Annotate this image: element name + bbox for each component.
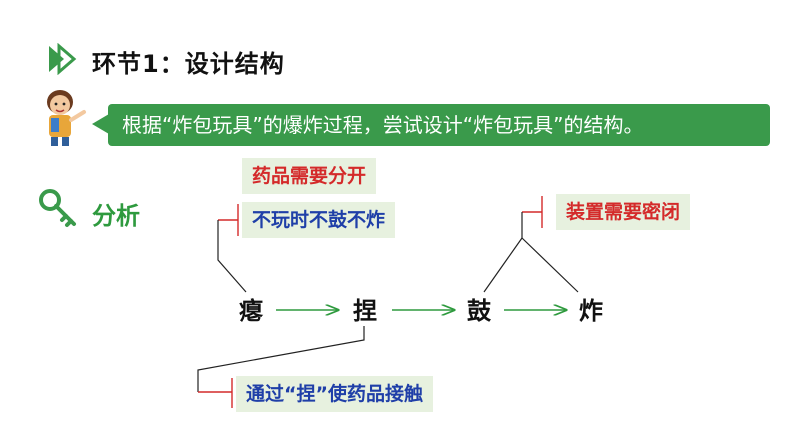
step-burst: 炸 bbox=[579, 297, 603, 325]
connector-top-left bbox=[217, 220, 247, 293]
connector-to-zha bbox=[521, 237, 579, 293]
section-title: 环节1：设计结构 bbox=[92, 50, 285, 78]
bracket-top-left bbox=[218, 204, 239, 236]
play-arrow-icon bbox=[49, 43, 77, 75]
step-inflate: 鼓 bbox=[467, 297, 491, 325]
step-flat: 瘪 bbox=[239, 297, 263, 325]
analysis-label: 分析 bbox=[92, 202, 140, 230]
student-avatar-icon bbox=[47, 90, 86, 146]
bracket-bottom bbox=[198, 378, 233, 408]
connector-bottom bbox=[197, 326, 365, 392]
speech-bubble-tail bbox=[92, 114, 109, 134]
tag-no-play-no-burst: 不玩时不鼓不炸 bbox=[242, 202, 396, 238]
step-pinch: 捏 bbox=[353, 297, 377, 325]
connector-to-gu bbox=[483, 237, 523, 293]
key-icon bbox=[39, 189, 76, 227]
bracket-top-right bbox=[522, 196, 543, 228]
speech-bubble: 根据“炸包玩具”的爆炸过程，尝试设计“炸包玩具”的结构。 bbox=[108, 104, 770, 146]
tag-medicine-separate: 药品需要分开 bbox=[242, 158, 377, 194]
tag-sealed: 装置需要密闭 bbox=[556, 194, 691, 230]
tag-pinch-contact: 通过“捏”使药品接触 bbox=[236, 376, 433, 412]
